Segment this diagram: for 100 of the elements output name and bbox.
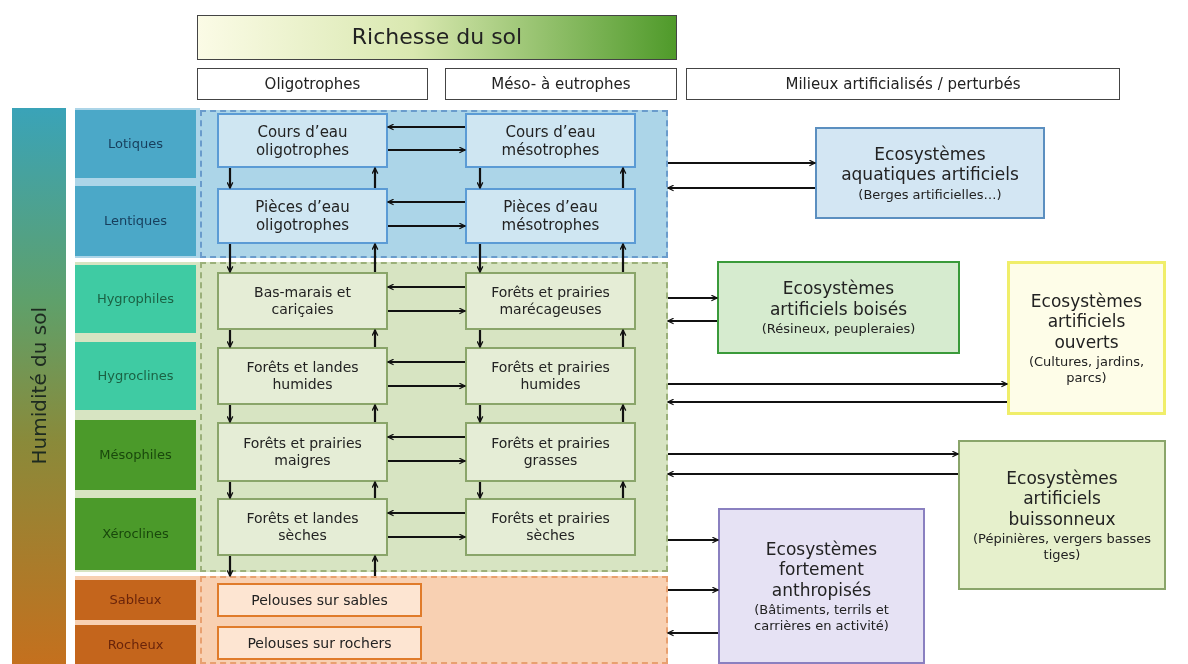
arrow (387, 198, 465, 206)
column-header (197, 68, 428, 100)
scale-banner (197, 15, 677, 60)
arrow (476, 244, 484, 273)
row-label (75, 186, 196, 256)
box-text: Humidité du sol (27, 307, 51, 465)
habitat-box (217, 272, 388, 330)
arrow (388, 382, 466, 390)
box-text: Sableux (109, 592, 162, 608)
habitat-box (465, 113, 636, 168)
arrow (387, 358, 465, 366)
arrow (226, 405, 234, 423)
ecosystem-box (958, 440, 1166, 590)
box-heading: Ecosystèmes artificiels buissonneux (1005, 467, 1119, 529)
box-text: Pelouses sur rochers (246, 634, 393, 652)
arrow (668, 450, 959, 458)
arrow (619, 481, 627, 498)
arrow (226, 168, 234, 189)
group-box (200, 110, 668, 258)
arrow (619, 404, 627, 422)
habitat-box (217, 113, 388, 168)
box-text: Hygrophiles (96, 291, 175, 307)
column-header (686, 68, 1120, 100)
arrow (371, 481, 379, 498)
arrow (667, 184, 815, 192)
box-text: Lentiques (103, 213, 168, 229)
box-text: Pièces d’eau mésotrophes (500, 198, 601, 234)
arrow (667, 398, 1007, 406)
arrow (668, 536, 719, 544)
box-text: Forêts et prairies marécageuses (490, 284, 611, 318)
arrow (226, 244, 234, 273)
arrow (226, 556, 234, 577)
arrow (476, 482, 484, 499)
ecosystem-box (815, 127, 1045, 219)
box-text: Oligotrophes (264, 75, 361, 93)
box-text: Hygroclines (97, 368, 174, 384)
box-text: Méso- à eutrophes (491, 75, 631, 93)
box-text: Mésophiles (99, 447, 172, 463)
arrow (619, 243, 627, 272)
box-text: Cours d’eau mésotrophes (500, 122, 601, 159)
row-label (75, 265, 196, 333)
box-note: (Pépinières, vergers basses tiges) (971, 530, 1153, 563)
box-text: Xéroclines (102, 526, 169, 542)
box-heading: Ecosystèmes fortement anthropisés (764, 538, 879, 600)
habitat-box (465, 422, 636, 482)
habitat-box (217, 583, 422, 617)
row-label (75, 110, 196, 178)
arrow (387, 433, 465, 441)
box-text: Pelouses sur sables (250, 591, 389, 609)
box-text: Milieux artificialisés / perturbés (785, 75, 1021, 93)
arrow (371, 555, 379, 576)
box-text: Richesse du sol (351, 24, 523, 51)
arrow (387, 509, 465, 517)
habitat-box (217, 498, 388, 556)
arrow (371, 404, 379, 422)
habitat-box (217, 188, 388, 244)
arrow (476, 168, 484, 189)
arrow (668, 294, 718, 302)
ecosystem-box (718, 508, 925, 664)
habitat-box (465, 498, 636, 556)
arrow (619, 329, 627, 347)
box-note: (Berges artificielles…) (857, 185, 1003, 203)
box-heading: Ecosystèmes artificiels boisés (768, 278, 909, 320)
column-header (445, 68, 677, 100)
ecosystem-box (717, 261, 960, 354)
group-box (200, 262, 668, 572)
row-label (75, 498, 196, 570)
arrow (667, 317, 717, 325)
row-label (75, 625, 196, 664)
box-text: Cours d’eau oligotrophes (254, 122, 351, 159)
arrow (371, 329, 379, 347)
box-note: (Résineux, peupleraies) (760, 320, 917, 337)
habitat-box (465, 272, 636, 330)
box-text: Rocheux (107, 636, 164, 653)
box-text: Forêts et prairies sèches (490, 510, 611, 544)
box-text: Forêts et landes sèches (245, 510, 360, 544)
box-text: Forêts et prairies grasses (490, 435, 611, 469)
arrow (388, 307, 466, 315)
row-label (75, 342, 196, 410)
arrow (388, 222, 466, 230)
habitat-box (465, 188, 636, 244)
box-text: Bas-marais et cariçaies (253, 284, 352, 318)
habitat-box (217, 347, 388, 405)
arrow (668, 159, 816, 167)
arrow (388, 146, 466, 154)
group-box (200, 576, 668, 664)
arrow (667, 629, 718, 637)
arrow (476, 330, 484, 348)
box-text: Lotiques (108, 136, 163, 152)
arrow (387, 283, 465, 291)
ecosystem-box (1007, 261, 1166, 415)
box-text: Forêts et prairies maigres (242, 435, 363, 469)
row-label (75, 580, 196, 620)
arrow (387, 123, 465, 131)
arrow (388, 457, 466, 465)
arrow (371, 167, 379, 188)
arrow (226, 482, 234, 499)
arrow (619, 167, 627, 188)
scale-bar (12, 108, 66, 664)
arrow (668, 586, 719, 594)
